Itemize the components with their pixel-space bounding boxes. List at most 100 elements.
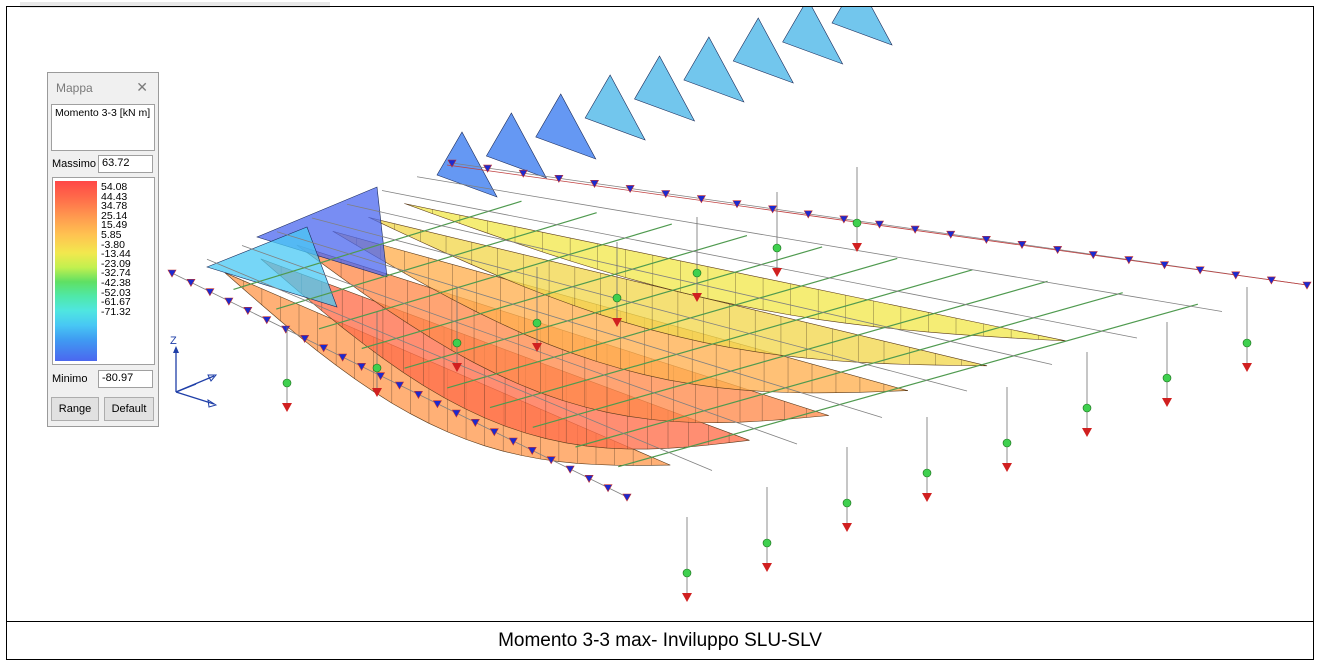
support-marker: [300, 335, 310, 343]
node-marker: [1242, 338, 1252, 348]
support-marker: [338, 353, 348, 362]
max-value-field[interactable]: 63.72: [98, 155, 153, 173]
pin-support: [682, 593, 692, 602]
default-button[interactable]: Default: [104, 397, 154, 421]
support-marker: [696, 195, 706, 204]
scale-value: 15.49: [101, 219, 128, 232]
negative-moment-diagram: [485, 112, 548, 179]
support-marker: [470, 419, 480, 427]
scale-value: 5.85: [101, 228, 122, 241]
support-marker: [489, 428, 499, 437]
support-marker: [527, 447, 537, 455]
support-marker: [224, 297, 234, 306]
map-panel-title: Mappa: [56, 81, 93, 95]
close-icon[interactable]: ✕: [136, 79, 148, 95]
support-marker: [413, 391, 423, 399]
support-marker: [589, 180, 600, 188]
support-marker: [1231, 271, 1241, 280]
negative-moment-diagram: [436, 131, 498, 198]
support-marker: [625, 185, 635, 194]
scale-value: 44.43: [101, 190, 128, 203]
moment-diagrams: [206, 7, 1067, 466]
negative-moment-diagram: [256, 186, 388, 278]
pin-support: [852, 243, 862, 252]
node-marker: [1082, 403, 1092, 413]
negative-moment-diagram: [634, 55, 696, 122]
scale-value: -71.32: [101, 305, 131, 318]
support-marker: [603, 484, 613, 493]
scale-value: -3.80: [101, 238, 125, 251]
negative-moment-diagram: [683, 36, 745, 103]
structural-model-view[interactable]: [7, 7, 1313, 619]
support-marker: [518, 169, 528, 178]
pin-support: [372, 388, 382, 397]
caption-divider: [6, 621, 1314, 622]
pin-support: [1082, 428, 1092, 437]
node-marker: [762, 538, 772, 548]
scale-value: -13.44: [101, 248, 131, 261]
node-marker: [282, 378, 292, 388]
min-value-field[interactable]: -80.97: [98, 370, 153, 388]
figure-caption: Momento 3-3 max- Inviluppo SLU-SLV: [498, 629, 822, 651]
negative-moment-diagram: [584, 74, 646, 141]
node-marker: [372, 363, 382, 373]
support-marker: [357, 363, 367, 371]
scale-value: -52.03: [101, 286, 131, 299]
map-panel: Mappa ✕ Momento 3-3 [kN m] Massimo 63.72…: [47, 72, 159, 427]
node-marker: [1002, 438, 1012, 448]
support-marker: [981, 235, 991, 244]
pin-support: [1002, 463, 1012, 472]
support-marker: [1159, 261, 1170, 270]
support-marker: [508, 437, 518, 446]
max-label: Massimo: [52, 158, 97, 170]
negative-moment-diagram: [206, 226, 338, 308]
range-button[interactable]: Range: [51, 397, 99, 421]
node-marker: [452, 338, 462, 348]
support-marker: [1195, 266, 1205, 275]
support-marker: [186, 279, 196, 287]
pin-support: [452, 363, 462, 372]
pin-support: [762, 563, 772, 572]
support-marker: [803, 210, 813, 219]
axis-triad-icon: Z: [170, 335, 218, 408]
support-marker: [447, 159, 457, 168]
negative-moment-diagram: [732, 17, 794, 84]
pin-support: [532, 343, 542, 352]
support-marker: [910, 225, 920, 234]
support-marker: [546, 456, 556, 465]
support-marker: [394, 381, 405, 390]
node-marker: [922, 468, 932, 478]
node-marker: [612, 293, 622, 303]
support-marker: [262, 316, 272, 325]
support-marker: [839, 215, 849, 224]
support-marker: [554, 174, 564, 183]
color-scale-bar: [55, 181, 97, 361]
support-marker: [167, 269, 177, 278]
pin-support: [1162, 398, 1172, 407]
support-marker: [946, 230, 956, 239]
negative-moment-diagram: [831, 7, 893, 46]
support-marker: [565, 465, 575, 474]
quantity-field[interactable]: Momento 3-3 [kN m]: [51, 104, 155, 151]
support-marker: [281, 325, 291, 334]
support-marker: [768, 205, 778, 214]
support-marker: [874, 220, 885, 229]
scale-value: 34.78: [101, 200, 128, 213]
scale-value: -23.09: [101, 257, 131, 270]
node-marker: [852, 218, 862, 228]
axis-z-label: Z: [170, 335, 177, 347]
pin-support: [772, 268, 782, 277]
node-marker: [842, 498, 852, 508]
support-marker: [1124, 256, 1134, 265]
node-marker: [692, 268, 702, 278]
scale-value: -32.74: [101, 267, 131, 280]
pin-support: [282, 403, 292, 412]
support-marker: [661, 190, 671, 199]
node-marker: [532, 318, 542, 328]
pin-support: [692, 293, 702, 302]
scale-value: 54.08: [101, 181, 128, 193]
support-marker: [483, 164, 493, 173]
min-label: Minimo: [52, 373, 88, 385]
support-marker: [622, 493, 632, 502]
